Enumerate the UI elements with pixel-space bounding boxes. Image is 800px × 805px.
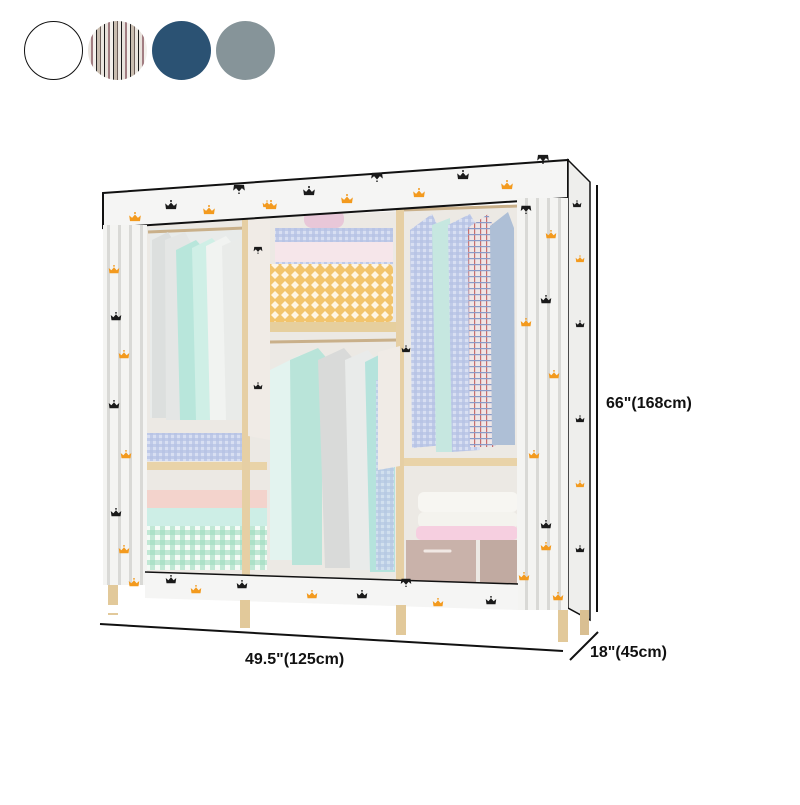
swatch-stripe[interactable] bbox=[88, 21, 147, 80]
height-dimension-label: 66"(168cm) bbox=[606, 395, 692, 412]
color-swatches bbox=[0, 0, 800, 100]
width-dimension-label: 49.5"(125cm) bbox=[245, 651, 345, 668]
depth-dimension-label: 18"(45cm) bbox=[590, 644, 667, 661]
swatch-grey[interactable] bbox=[216, 21, 275, 80]
swatch-white[interactable] bbox=[24, 21, 83, 80]
swatch-navy-blue[interactable] bbox=[152, 21, 211, 80]
